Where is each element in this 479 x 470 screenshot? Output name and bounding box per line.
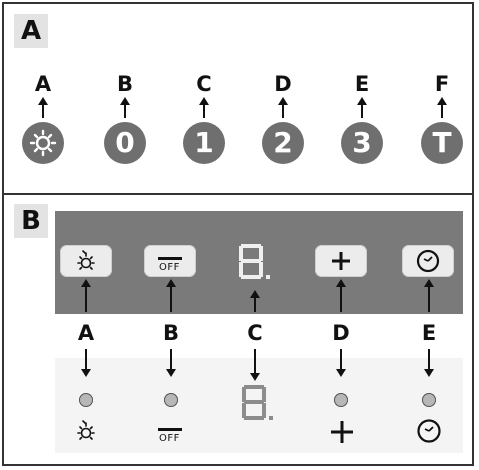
- arrow-d: [278, 97, 288, 118]
- strip-off-label: OFF: [159, 433, 180, 444]
- label-b-e: E: [421, 321, 437, 345]
- led-off: [164, 393, 178, 407]
- arrow-down-c: [250, 349, 260, 381]
- arrow-b-c: [250, 290, 260, 312]
- led-plus: [334, 393, 348, 407]
- label-b: B: [116, 72, 133, 96]
- minus-off-button[interactable]: OFF: [144, 245, 196, 277]
- label-f: F: [434, 72, 450, 96]
- diagram-frame: [2, 2, 474, 466]
- arrow-f: [437, 97, 447, 118]
- led-timer: [422, 393, 436, 407]
- light-button[interactable]: [60, 245, 112, 277]
- seven-segment-display: [237, 242, 271, 282]
- led-light: [79, 393, 93, 407]
- minus-off-icon: OFF: [158, 428, 184, 450]
- section-divider: [2, 193, 474, 195]
- label-c: C: [196, 72, 212, 96]
- minus-off-icon: [158, 257, 182, 260]
- arrow-b-d: [336, 279, 346, 312]
- plus-icon: [332, 252, 350, 270]
- off-label: OFF: [159, 262, 180, 273]
- arrow-down-b: [166, 349, 176, 377]
- section-a-letter: A: [14, 14, 48, 48]
- clock-icon: [417, 419, 441, 443]
- label-a: A: [34, 72, 52, 96]
- timer-knob[interactable]: T: [421, 122, 463, 164]
- arrow-b-e: [424, 279, 434, 312]
- label-b-c: C: [247, 321, 263, 345]
- speed-0-knob[interactable]: 0: [104, 122, 146, 164]
- label-e: E: [354, 72, 370, 96]
- light-knob[interactable]: [22, 122, 64, 164]
- arrow-b-b: [166, 279, 176, 312]
- label-b-a: A: [77, 321, 95, 345]
- arrow-a: [38, 97, 48, 118]
- timer-button[interactable]: [402, 245, 454, 277]
- speed-2-knob[interactable]: 2: [262, 122, 304, 164]
- arrow-down-e: [424, 349, 434, 377]
- speed-1-knob[interactable]: 1: [183, 122, 225, 164]
- plus-icon: [331, 421, 353, 443]
- label-b-d: D: [332, 321, 350, 345]
- strip-seven-segment-display: [240, 383, 274, 423]
- light-icon: [77, 420, 95, 440]
- speed-3-knob[interactable]: 3: [341, 122, 383, 164]
- arrow-down-a: [81, 349, 91, 377]
- arrow-b: [120, 97, 130, 118]
- light-icon: [77, 250, 95, 270]
- section-b-letter: B: [14, 204, 48, 238]
- arrow-b-a: [81, 279, 91, 312]
- label-b-b: B: [162, 321, 179, 345]
- arrow-e: [357, 97, 367, 118]
- plus-button[interactable]: [315, 245, 367, 277]
- light-icon: [29, 129, 57, 157]
- clock-icon: [416, 249, 440, 273]
- label-d: D: [274, 72, 292, 96]
- arrow-down-d: [336, 349, 346, 377]
- arrow-c: [199, 97, 209, 118]
